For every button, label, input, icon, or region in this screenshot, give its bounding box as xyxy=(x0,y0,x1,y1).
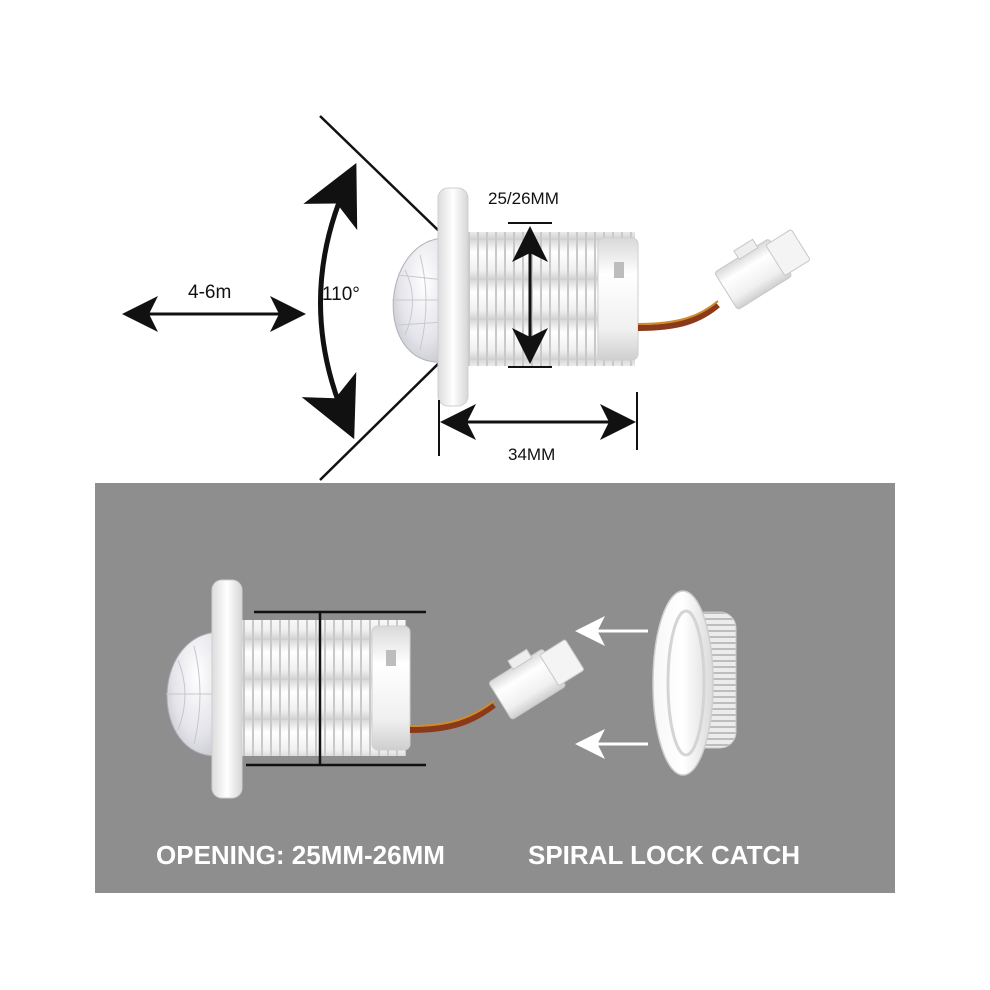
body-rear-cap xyxy=(597,237,639,361)
spiral-lock-ring xyxy=(652,590,737,776)
lock-caption: SPIRAL LOCK CATCH xyxy=(528,840,800,870)
panel-wire-connector xyxy=(489,639,584,720)
front-flange xyxy=(437,187,469,407)
length-label: 34MM xyxy=(508,445,555,464)
cone-line-upper xyxy=(319,115,441,233)
bottom-panel: OPENING: 25MM-26MM SPIRAL LOCK CATCH xyxy=(95,483,895,893)
panel-body-rear-cap xyxy=(371,625,411,751)
panel-wire-bundle xyxy=(409,702,496,733)
angle-arc-arrow xyxy=(301,162,358,440)
panel-front-flange xyxy=(211,579,243,799)
rear-slot xyxy=(614,262,624,278)
diameter-label: 25/26MM xyxy=(488,189,559,208)
top-diagram: 4-6m 110° 25/26MM xyxy=(122,115,810,481)
angle-label: 110° xyxy=(322,284,360,305)
range-label: 4-6m xyxy=(188,282,231,303)
cone-line-lower xyxy=(319,361,441,481)
lens-facets xyxy=(392,254,446,351)
opening-caption: OPENING: 25MM-26MM xyxy=(156,840,445,870)
wire-connector xyxy=(715,229,810,310)
wire-bundle xyxy=(637,302,720,331)
panel-lens-facets xyxy=(166,645,218,745)
panel-rear-slot xyxy=(386,650,396,666)
